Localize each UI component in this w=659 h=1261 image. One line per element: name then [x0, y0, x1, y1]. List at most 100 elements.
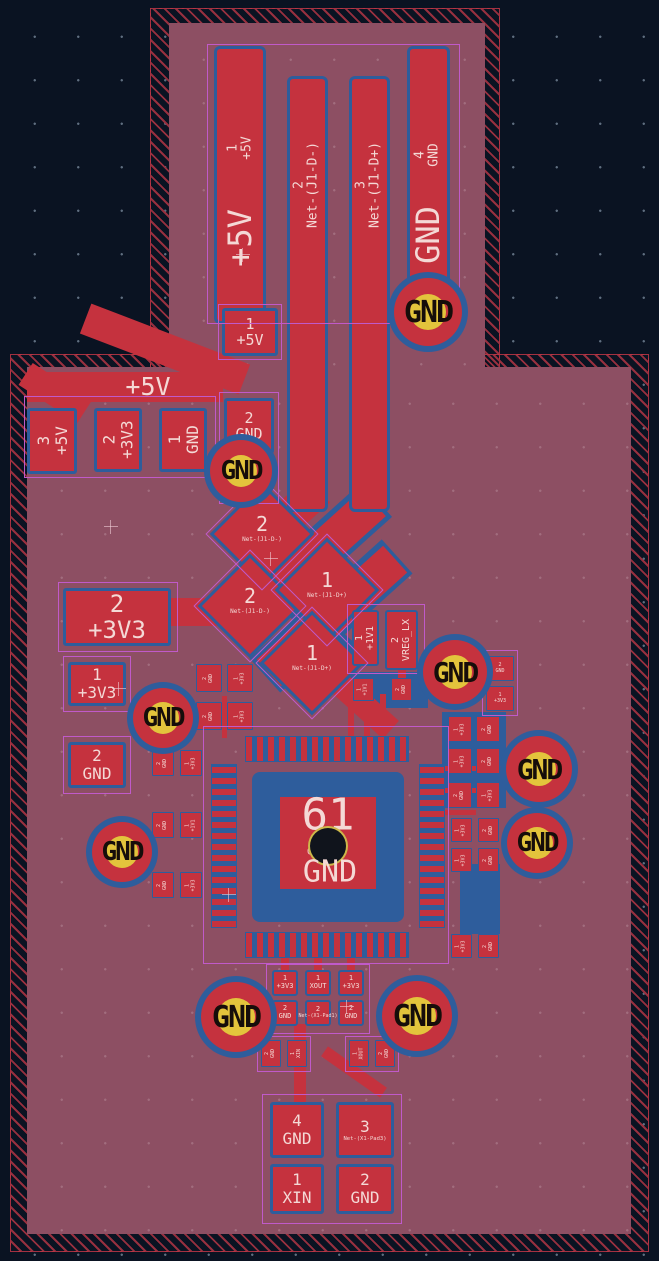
courtyard-outline	[345, 1036, 399, 1072]
gnd-via[interactable]: GND	[201, 982, 271, 1052]
connector-pad-1[interactable]	[214, 46, 266, 324]
origin-marker	[264, 552, 278, 566]
cap-pad[interactable]: 1+3V3	[227, 702, 253, 730]
trace-label-5v: +5V	[125, 372, 171, 401]
copper-trace[interactable]	[347, 952, 355, 972]
cap-pad[interactable]: 1+3V3	[451, 848, 472, 872]
copper-trace[interactable]	[364, 688, 370, 738]
osc-pad[interactable]: 1+3V3	[338, 970, 364, 996]
crystal-courtyard-outline	[262, 1094, 402, 1224]
courtyard-outline	[482, 650, 518, 716]
gnd-via[interactable]: GND	[210, 440, 272, 502]
courtyard-outline	[257, 1036, 311, 1072]
cap-pad[interactable]: 1+3V3	[227, 664, 253, 692]
gnd-via[interactable]: GND	[382, 981, 452, 1051]
courtyard-outline	[218, 304, 282, 360]
osc-pad[interactable]: 1+3V3	[272, 970, 298, 996]
copper-trace[interactable]	[434, 810, 476, 815]
copper-trace[interactable]	[281, 952, 289, 972]
connector-pad-3[interactable]	[349, 76, 390, 512]
cap-pad[interactable]: 1+3V3	[476, 782, 500, 808]
chip-pad-row-bottom[interactable]	[245, 932, 409, 958]
courtyard-outline	[347, 604, 425, 674]
courtyard-outline	[58, 582, 178, 652]
pad-2-3v3[interactable]: 2+3V3	[94, 408, 142, 472]
gnd-via[interactable]: GND	[92, 822, 152, 882]
origin-marker	[236, 248, 250, 262]
cap-pad[interactable]: 1+3V3	[448, 748, 472, 774]
gnd-via[interactable]: GND	[394, 278, 462, 346]
courtyard-outline	[63, 736, 131, 794]
chip-courtyard-outline	[203, 726, 449, 964]
cap-pad[interactable]: 1+3V3	[451, 934, 472, 958]
cap-pad[interactable]: 1+3V3	[180, 750, 202, 776]
copper-trace[interactable]	[380, 694, 386, 738]
gnd-via[interactable]: GND	[507, 813, 567, 873]
pad-1-3v3[interactable]: 1+3V3	[68, 662, 126, 706]
pad-1-1v1[interactable]: 1+1V1	[352, 610, 379, 666]
courtyard-outline	[24, 396, 216, 478]
chip-center-via[interactable]	[310, 828, 346, 864]
connector-pad-2[interactable]	[287, 76, 328, 512]
copper-trace[interactable]	[314, 952, 322, 972]
cap-pad[interactable]: 1+3V3	[486, 686, 514, 711]
origin-marker	[104, 520, 118, 534]
pad-3-5v[interactable]: 3+5V	[27, 408, 77, 474]
gnd-via[interactable]: GND	[423, 640, 487, 704]
chip-center-pad-net: GND	[302, 854, 358, 890]
copper-trace[interactable]	[348, 698, 354, 738]
copper-trace[interactable]	[222, 696, 227, 738]
chip-pad-row-top[interactable]	[245, 736, 409, 762]
gnd-via[interactable]: GND	[506, 736, 572, 802]
connector-pad-4[interactable]	[407, 46, 450, 284]
gnd-via[interactable]: GND	[133, 688, 193, 748]
cap-pad[interactable]: 1+1V1	[353, 678, 374, 701]
cap-pad[interactable]: 1+1V1	[180, 812, 202, 838]
courtyard-outline	[266, 964, 370, 1034]
chip-pad-col-right[interactable]	[419, 764, 445, 928]
cap-pad[interactable]: 1+3V3	[180, 872, 202, 898]
chip-pad-col-left[interactable]	[211, 764, 237, 928]
origin-marker	[340, 1000, 354, 1014]
pad-big-3v3[interactable]: 2+3V3	[63, 588, 171, 646]
courtyard-outline	[63, 656, 131, 712]
copper-zone-blue[interactable]	[460, 864, 500, 934]
origin-marker	[112, 682, 126, 696]
connector-courtyard-outline	[207, 44, 460, 324]
cap-pad[interactable]: 1+3V3	[448, 716, 472, 742]
cap-pad[interactable]: 1+3V3	[451, 818, 472, 842]
